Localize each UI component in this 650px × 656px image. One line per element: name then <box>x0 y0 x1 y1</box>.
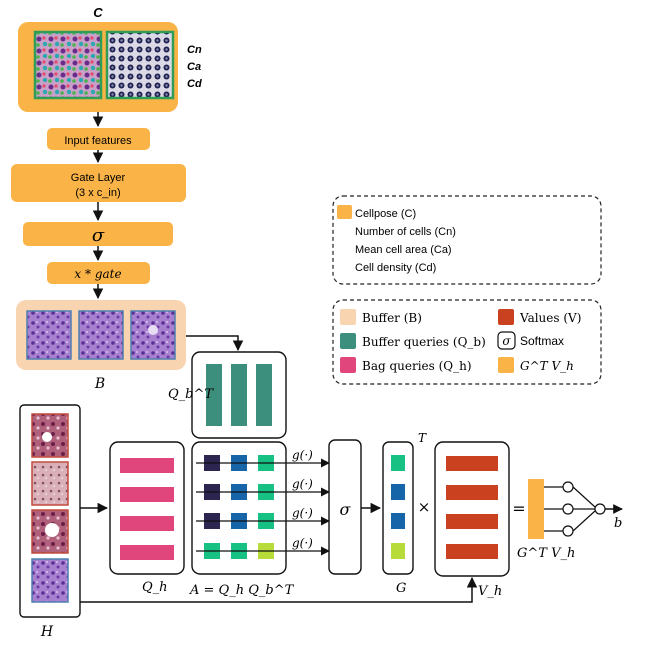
vh-row-3 <box>446 514 498 529</box>
g-label-2: g(·) <box>292 477 313 491</box>
legend-cd-text: Cell density (Cd) <box>355 262 436 274</box>
qbt-column-1 <box>206 364 222 426</box>
buffer-image-3-lumen <box>148 325 158 335</box>
vh-row-4 <box>446 544 498 559</box>
metric-label-cd: Cd <box>187 78 202 90</box>
qbt-column-3 <box>256 364 272 426</box>
a-label: A = Q_h Q_b^T <box>189 583 295 598</box>
qh-block <box>109 441 185 575</box>
legend-buffer-text: Buffer (B) <box>362 311 422 325</box>
mlp-node-2 <box>562 503 574 515</box>
transpose-label: T <box>418 431 427 445</box>
gate-layer-label: Gate Layer <box>71 172 126 184</box>
legend-softmax-symbol: σ <box>502 334 511 348</box>
b-label: b <box>614 516 622 531</box>
mlp-node-1 <box>562 481 574 493</box>
g-label-3: g(·) <box>292 506 313 520</box>
softmax-block <box>328 439 362 575</box>
input-features-label: Input features <box>64 135 132 147</box>
qh-label: Q_h <box>142 580 168 595</box>
legend-ca-text: Mean cell area (Ca) <box>355 244 452 256</box>
mlp-output-node <box>594 503 606 515</box>
legend-softmax-swatch <box>497 331 516 350</box>
metric-label-ca: Ca <box>187 61 201 73</box>
qh-row-4 <box>120 545 174 560</box>
input-features-box <box>47 128 150 150</box>
legend-buffer-swatch <box>340 309 356 325</box>
g-cell-4 <box>391 543 405 559</box>
softmax-symbol: σ <box>340 500 352 519</box>
h-image-2 <box>31 461 69 506</box>
arrow-h-to-vh <box>80 576 478 603</box>
legend-cellpose-text: Cellpose (C) <box>355 208 416 220</box>
legend-cn-text: Number of cells (Cn) <box>355 226 456 238</box>
legend-buffer-queries-swatch <box>340 333 356 349</box>
gate-layer-size: (3 x c_in) <box>75 187 120 199</box>
multiply-symbol: × <box>418 498 431 516</box>
cell-mask-image <box>105 30 175 100</box>
legend-bag-queries-text: Bag queries (Q_h) <box>362 359 472 373</box>
arrow-buffer-to-qbt <box>186 335 244 352</box>
buffer-image-1 <box>26 310 72 360</box>
legend-cellpose <box>332 195 602 285</box>
sigma-label: σ <box>92 225 105 246</box>
vh-row-1 <box>446 456 498 471</box>
gate-op-box <box>47 262 150 284</box>
vh-row-2 <box>446 485 498 500</box>
g-label-4: g(·) <box>292 536 313 550</box>
vh-block <box>434 441 510 577</box>
gate-op-label: x * gate <box>74 267 121 281</box>
cellpose-title: C <box>93 5 103 20</box>
legend-softmax-text: Softmax <box>520 334 564 348</box>
buffer-label: B <box>94 376 105 392</box>
h-label: H <box>40 624 54 640</box>
buffer-image-2 <box>78 310 124 360</box>
a-block <box>191 441 287 575</box>
equals-symbol: = <box>512 499 525 518</box>
gtvh-vector <box>528 479 544 539</box>
legend-bag-queries-swatch <box>340 357 356 373</box>
metric-label-cn: Cn <box>187 44 202 56</box>
gtvh-label: G^T V_h <box>517 546 575 561</box>
qh-row-3 <box>120 516 174 531</box>
legend-values-swatch <box>498 309 514 325</box>
g-block <box>382 441 414 575</box>
qh-row-1 <box>120 458 174 473</box>
g-cell-2 <box>391 484 405 500</box>
g-cell-1 <box>391 455 405 471</box>
g-matrix-label: G <box>396 581 406 596</box>
legend-buffer-queries-text: Buffer queries (Q_b) <box>362 335 486 349</box>
mlp-node-3 <box>562 525 574 537</box>
g-label-1: g(·) <box>292 448 313 462</box>
h-image-1-lumen <box>42 432 52 442</box>
qh-row-2 <box>120 487 174 502</box>
sigma-box <box>23 222 173 246</box>
gate-layer-box <box>11 164 186 202</box>
legend-gtvh-swatch <box>498 357 514 373</box>
legend-components <box>332 299 602 385</box>
vh-label: V_h <box>478 584 502 599</box>
mlp-edge-1 <box>572 486 596 508</box>
qbt-label: Q_b^T <box>168 387 214 402</box>
qbt-column-2 <box>231 364 247 426</box>
g-cell-3 <box>391 513 405 529</box>
legend-values-text: Values (V) <box>519 311 581 325</box>
h-image-4 <box>31 558 69 603</box>
h-image-3-lumen <box>45 523 59 537</box>
legend-gtvh-text: G^T V_h <box>520 359 574 373</box>
mlp-edge-3 <box>572 510 596 532</box>
segmented-tissue-image <box>33 30 103 100</box>
legend-cellpose-swatch <box>337 205 352 219</box>
